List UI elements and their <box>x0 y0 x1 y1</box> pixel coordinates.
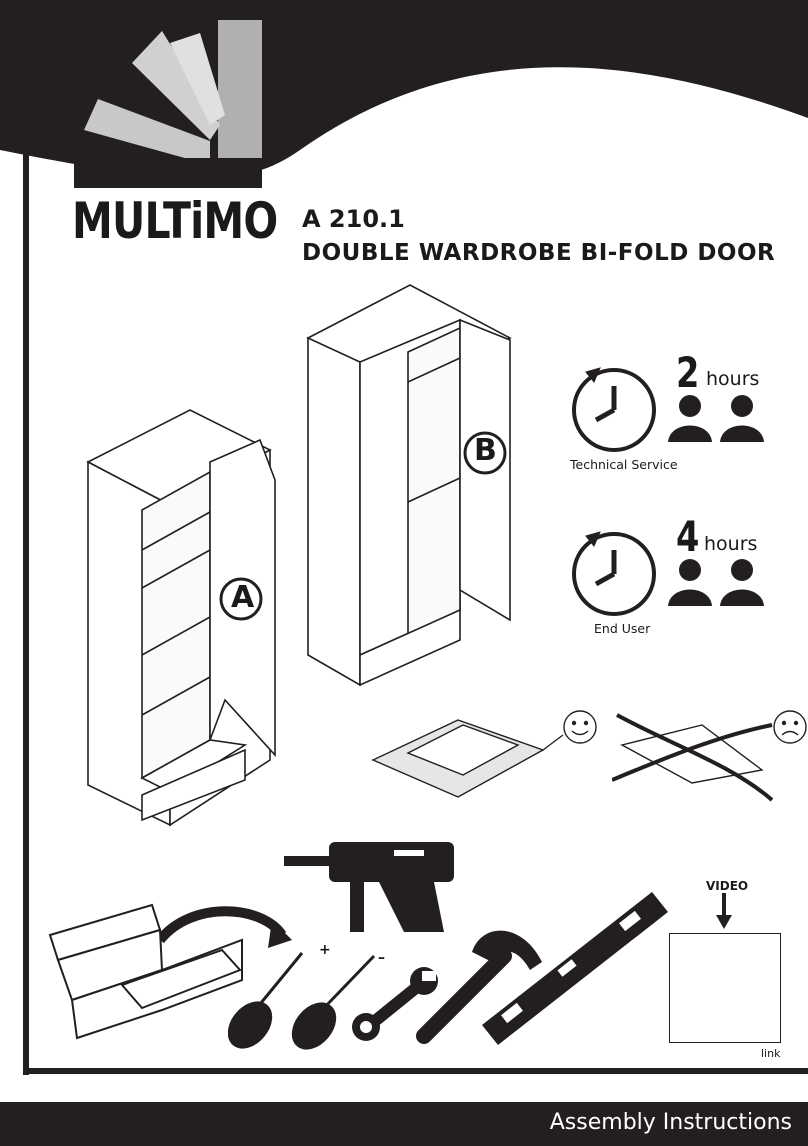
video-label: VIDEO <box>706 879 749 893</box>
wardrobe-a-illustration <box>86 409 276 827</box>
minus-sign: – <box>378 950 385 966</box>
screwdriver-plus-icon <box>228 952 304 1049</box>
technical-hours-unit: hours <box>706 368 760 390</box>
user-caption: End User <box>594 621 651 636</box>
user-hours-number: 4 <box>676 512 700 561</box>
two-people-icon <box>668 559 764 606</box>
screwdriver-minus-icon <box>291 954 376 1050</box>
user-hours-unit: hours <box>704 533 758 555</box>
door-b-label: B <box>474 433 497 468</box>
technical-hours-number: 2 <box>676 348 700 397</box>
clock-icon <box>572 367 656 452</box>
two-people-icon <box>668 395 764 442</box>
spirit-level-icon <box>482 892 668 1045</box>
door-b-badge <box>463 431 507 475</box>
video-qr-placeholder[interactable] <box>669 933 781 1043</box>
drill-icon <box>284 842 454 932</box>
footer-bar <box>0 1102 808 1146</box>
technical-caption: Technical Service <box>570 457 678 472</box>
toolbox-icon <box>48 903 292 1040</box>
wrench-icon <box>352 967 438 1041</box>
hammer-icon <box>416 930 542 1044</box>
product-title: DOUBLE WARDROBE BI-FOLD DOOR <box>302 240 776 266</box>
brand-name: MULTiMO <box>72 192 278 250</box>
panel-on-rug-illustration <box>371 710 597 798</box>
panel-on-floor-crossed-illustration <box>612 710 807 802</box>
door-a-label: A <box>231 580 255 615</box>
plus-sign: + <box>319 942 331 958</box>
clock-icon <box>572 531 656 616</box>
door-a-badge <box>219 577 263 621</box>
brand-logo-icon <box>74 20 262 188</box>
video-link[interactable]: link <box>761 1047 781 1060</box>
wardrobe-b-illustration <box>306 284 512 687</box>
footer-title: Assembly Instructions <box>549 1110 792 1135</box>
model-number: A 210.1 <box>302 205 405 233</box>
arrow-down-icon <box>716 893 732 929</box>
